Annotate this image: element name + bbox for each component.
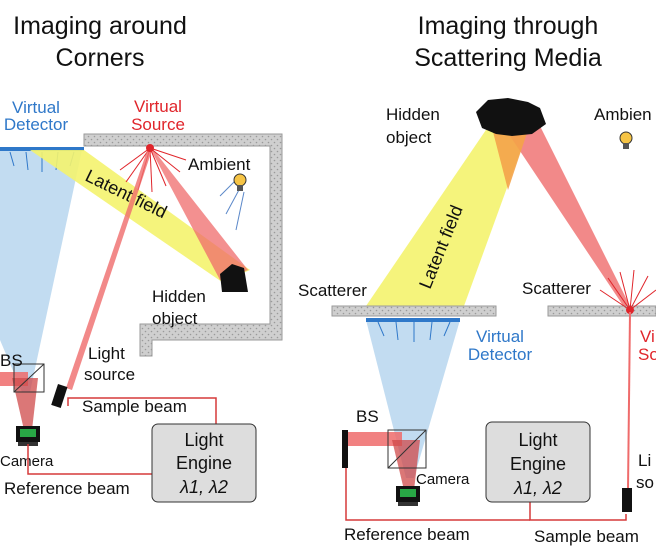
left-latent-field xyxy=(30,150,250,282)
right-virtual-source-label-line2: So xyxy=(638,345,656,364)
left-bs-diagonal xyxy=(13,363,45,393)
right-light-source-icon xyxy=(622,488,632,512)
right-detector-ticks xyxy=(377,321,451,342)
right-camera-beam xyxy=(392,440,420,490)
left-light-source-beam xyxy=(66,148,152,390)
right-cables xyxy=(345,468,627,521)
right-beam-overlap xyxy=(492,128,528,190)
left-light-source-label-line1: Light xyxy=(88,344,125,363)
right-bs-label: BS xyxy=(356,407,379,426)
left-camera-beam xyxy=(12,378,38,430)
right-light-engine-line2: Engine xyxy=(510,454,566,474)
right-panel: Imaging through Scattering Media xyxy=(298,12,656,546)
right-virtual-detector-label-line2: Detector xyxy=(468,345,533,364)
left-light-engine-line2: Engine xyxy=(176,453,232,473)
right-hidden-object xyxy=(476,98,546,136)
left-detector-cone xyxy=(0,150,82,392)
right-virtual-source-label-line1: Vi xyxy=(640,327,655,346)
right-light-engine-line1: Light xyxy=(518,430,557,450)
left-sample-beam-label: Sample beam xyxy=(82,397,187,416)
left-virtual-detector-label-line1: Virtual xyxy=(12,98,60,117)
left-bs-label: BS xyxy=(0,351,23,370)
right-detector-cone xyxy=(366,320,460,478)
left-ambient-bulb-icon xyxy=(233,173,247,191)
right-ambient-label: Ambien xyxy=(594,105,652,124)
right-virtual-source-dot xyxy=(626,306,634,314)
left-source-beam xyxy=(150,148,248,280)
right-ambient-bulb-icon xyxy=(619,131,633,149)
left-reference-beam-label: Reference beam xyxy=(4,479,130,498)
left-virtual-source-label-line2: Source xyxy=(131,115,185,134)
right-light-engine-wavelengths: λ1, λ2 xyxy=(513,478,562,498)
right-scatterer-right-label: Scatterer xyxy=(522,279,591,298)
left-hidden-object-label-line1: Hidden xyxy=(152,287,206,306)
right-virtual-detector-label-line1: Virtual xyxy=(476,327,524,346)
left-light-source-icon xyxy=(51,384,68,409)
left-virtual-detector-label-line2: Detector xyxy=(4,115,69,134)
left-panel: Imaging around Corners xyxy=(0,12,283,503)
right-light-source-label-line1: Li xyxy=(638,451,651,470)
left-beam-splitter xyxy=(13,363,45,393)
right-reference-mirror xyxy=(342,430,348,468)
right-beam-splitter xyxy=(387,429,427,469)
left-ambient-rays xyxy=(219,179,245,231)
right-title-line1: Imaging through xyxy=(418,12,599,40)
left-virtual-detector-bar xyxy=(0,147,84,151)
left-light-engine-box xyxy=(151,423,257,503)
right-light-source-label-line2: so xyxy=(636,473,654,492)
right-hidden-object-label-line1: Hidden xyxy=(386,105,440,124)
right-source-beam xyxy=(506,126,632,310)
left-light-engine-wavelengths: λ1, λ2 xyxy=(179,477,228,497)
right-hidden-object-label-line2: object xyxy=(386,128,432,147)
right-scatterer-left xyxy=(331,305,497,317)
left-ambient-label: Ambient xyxy=(188,155,251,174)
left-title-line1: Imaging around xyxy=(13,12,187,40)
left-virtual-source-label-line1: Virtual xyxy=(134,97,182,116)
left-corner-walls xyxy=(83,133,283,357)
right-light-source-beam xyxy=(627,311,631,491)
right-scatterer-right xyxy=(547,305,656,317)
right-scatterer-left-label: Scatterer xyxy=(298,281,367,300)
right-latent-field xyxy=(366,124,528,306)
left-hidden-object xyxy=(220,264,248,292)
right-reference-beam-label: Reference beam xyxy=(344,525,470,544)
left-virtual-source-dot xyxy=(146,144,154,152)
right-virtual-detector-bar xyxy=(366,318,460,322)
left-title-line2: Corners xyxy=(56,44,145,72)
left-cables xyxy=(27,397,217,475)
left-light-source-label-line2: source xyxy=(84,365,135,384)
left-hidden-object-label-line2: object xyxy=(152,309,198,328)
left-camera-icon xyxy=(16,426,40,446)
right-source-rays xyxy=(599,269,656,311)
right-camera-icon xyxy=(396,486,420,506)
left-camera-label: Camera xyxy=(0,453,54,470)
right-sample-beam-label: Sample beam xyxy=(534,527,639,546)
right-bs-diagonal xyxy=(387,429,427,469)
right-light-engine-box xyxy=(485,421,591,503)
left-light-engine-line1: Light xyxy=(184,430,223,450)
right-title-line2: Scattering Media xyxy=(414,44,602,72)
right-camera-label: Camera xyxy=(416,471,470,488)
